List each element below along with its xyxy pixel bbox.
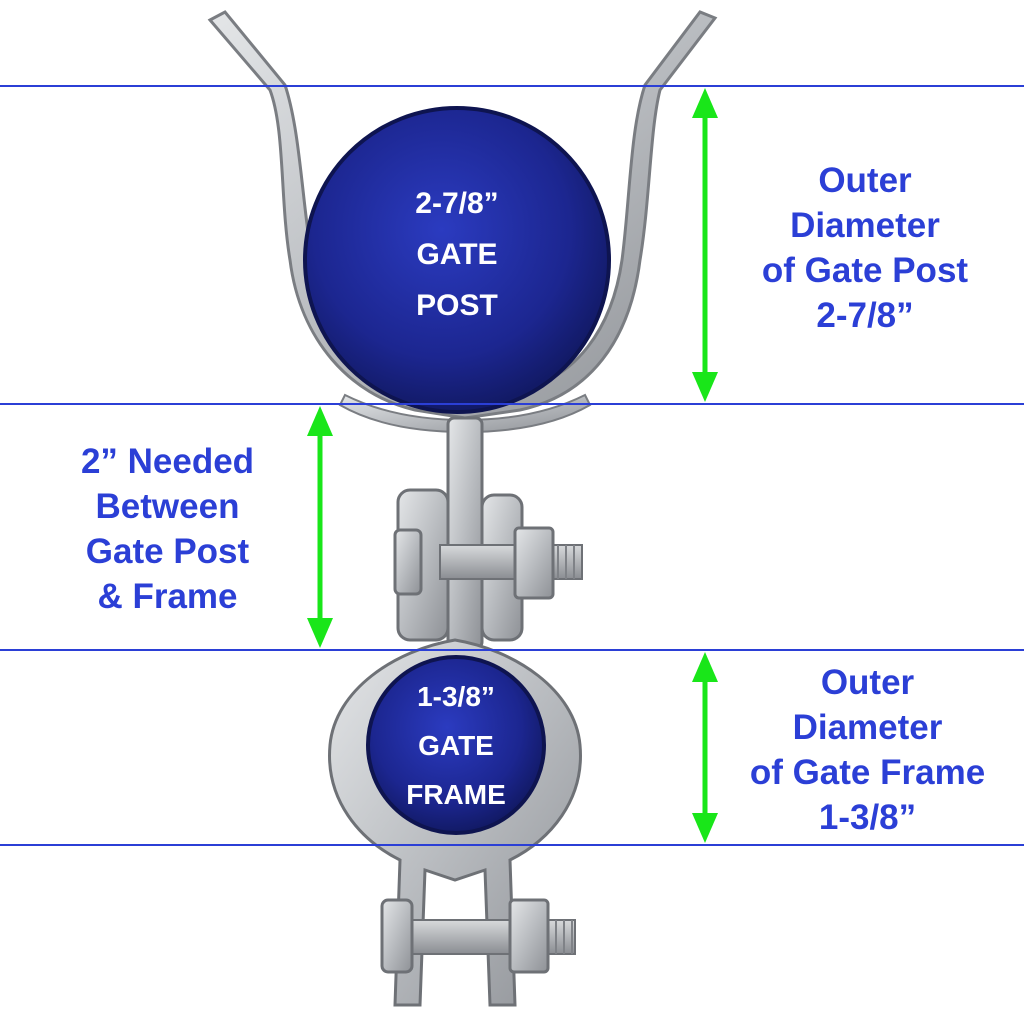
hinge-hardware [207, 10, 718, 1007]
gate-post-pipe [303, 106, 611, 414]
gate-post-word-gate: GATE [416, 238, 498, 271]
upper-nut [513, 526, 555, 600]
gap-callout: 2” Needed Between Gate Post & Frame [80, 442, 255, 616]
gate-frame-word-frame: FRAME [406, 779, 506, 810]
post-diameter-arrow [692, 88, 718, 402]
post-diameter-callout: Outer Diameter of Gate Post 2-7/8” [761, 161, 969, 335]
frame-diameter-callout: Outer Diameter of Gate Frame 1-3/8” [749, 663, 986, 837]
gate-frame-word-gate: GATE [418, 730, 494, 761]
upper-bolt-thread [439, 544, 583, 580]
gate-post-word-post: POST [416, 289, 498, 322]
hinge-stem [446, 416, 484, 650]
gate-post-label: 2-7/8” GATE POST [357, 178, 557, 331]
lower-bolt-thread [409, 919, 576, 955]
gate-post-size: 2-7/8” [415, 187, 499, 220]
lower-nut [508, 898, 550, 974]
dimension-arrows [307, 88, 718, 843]
guide-lines [0, 85, 1024, 846]
gap-arrow [307, 406, 333, 648]
gate-frame-size: 1-3/8” [417, 681, 495, 712]
gate-frame-pipe [366, 655, 546, 835]
frame-diameter-arrow [692, 652, 718, 843]
gate-frame-label: 1-3/8” GATE FRAME [366, 672, 546, 819]
